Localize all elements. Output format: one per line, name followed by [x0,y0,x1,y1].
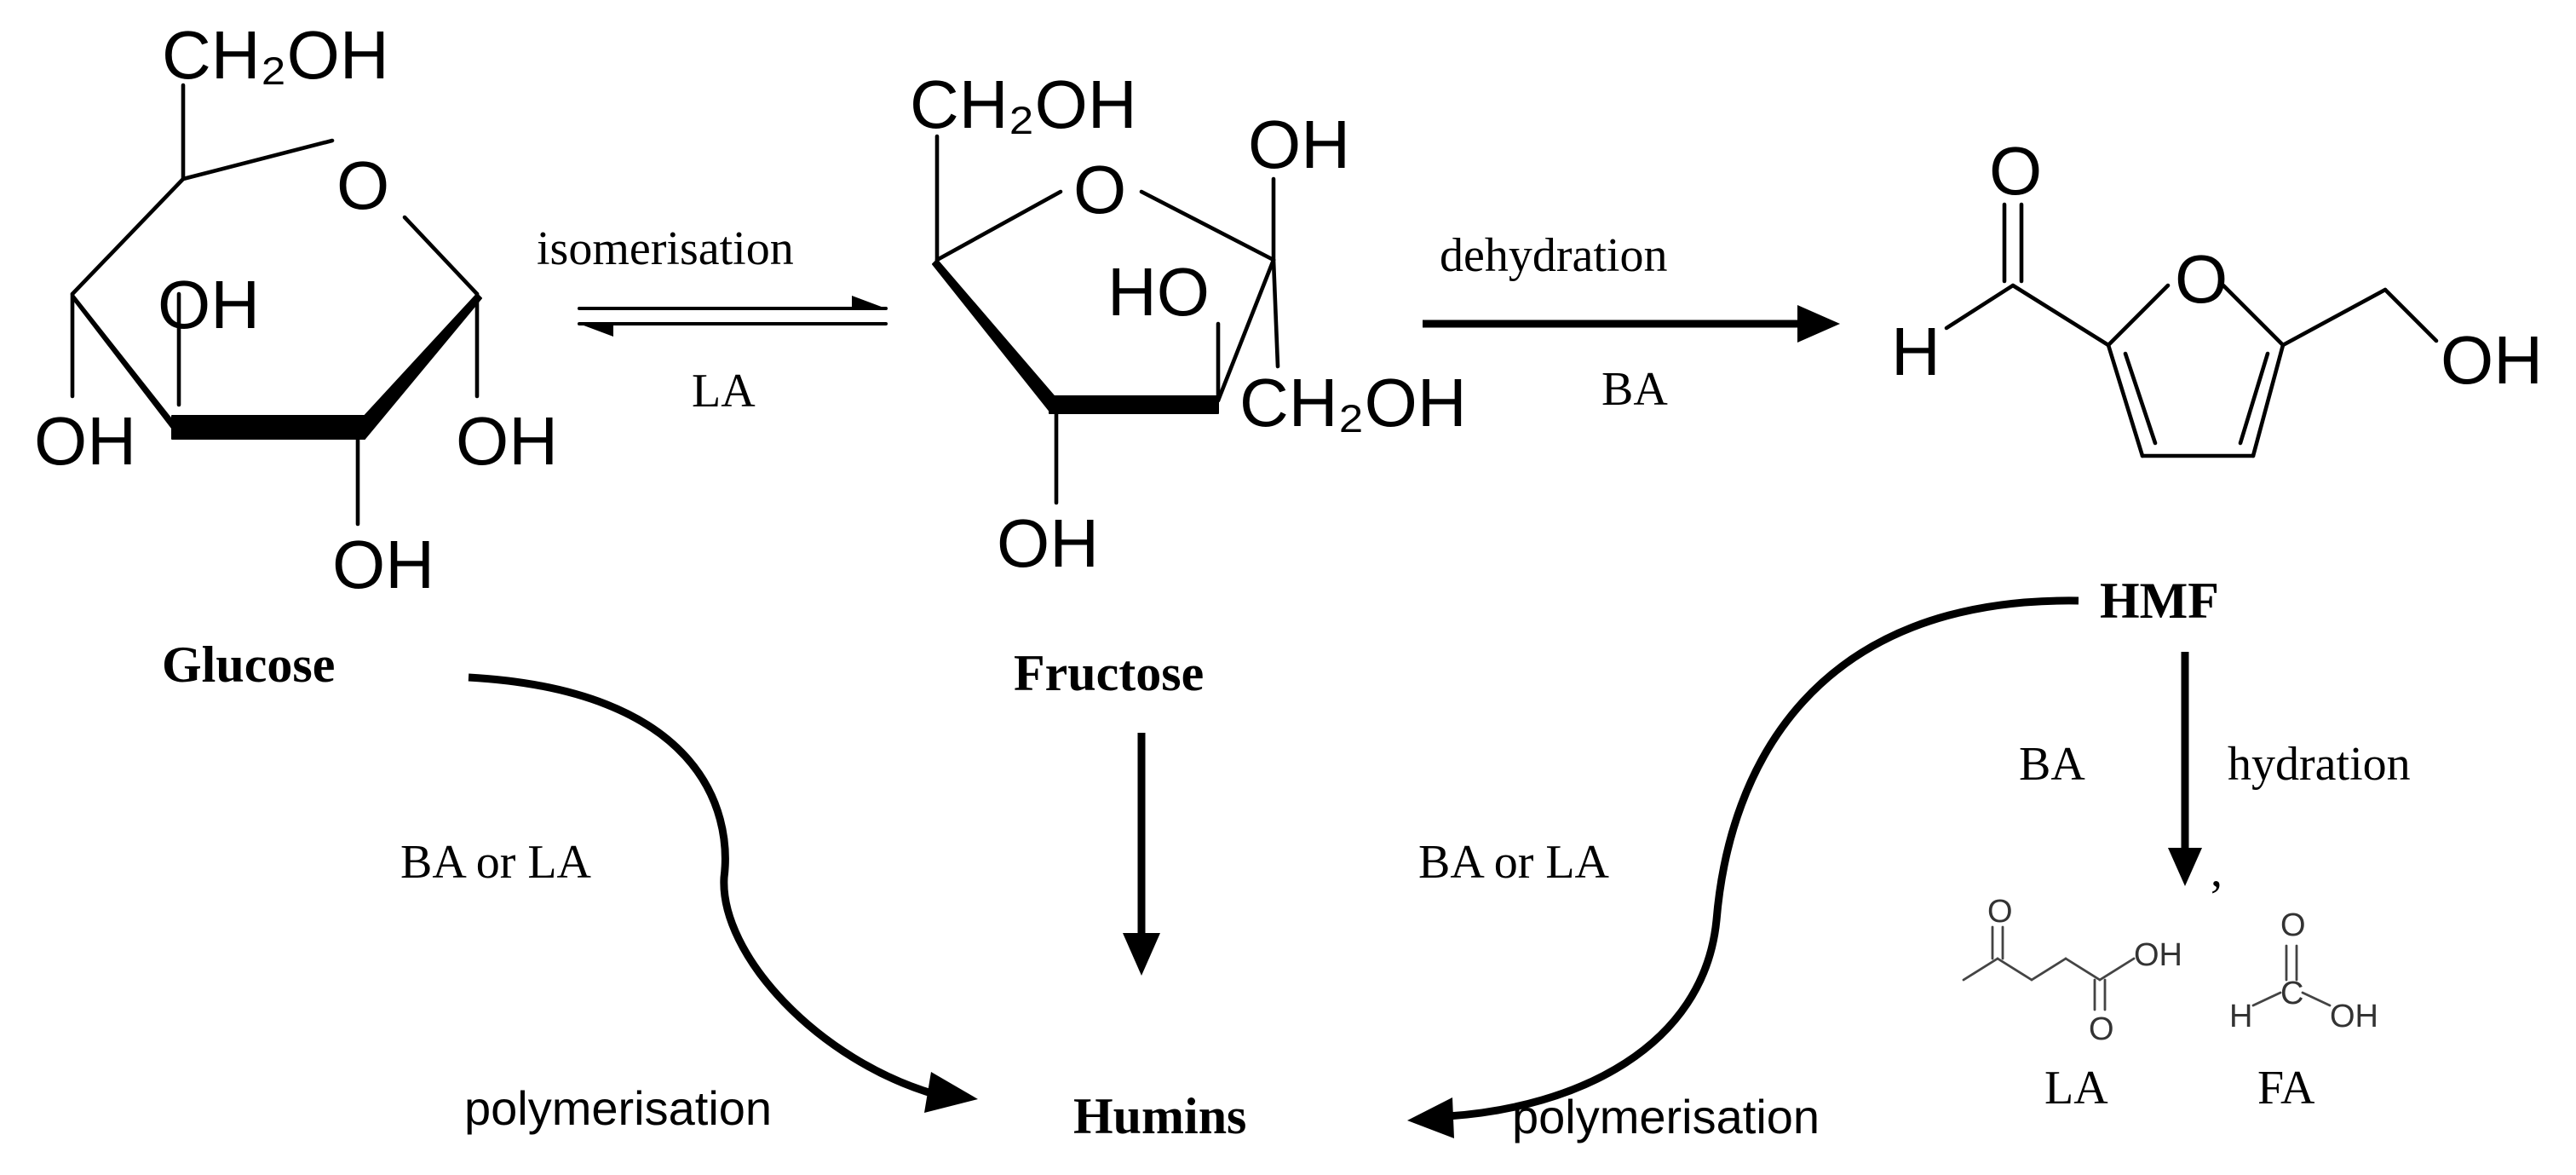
glucose-to-humins-catalyst: BA or LA [400,836,592,889]
curved-arrow [1447,596,2079,1120]
fructose-ho-label: HO [1107,254,1210,330]
glucose-oh-label: OH [34,403,136,479]
glucose-name: Glucose [162,636,335,693]
bond [181,138,335,181]
glucose-ring-oxygen: O [336,147,389,223]
la-structure: O O OH LA [1962,894,2182,1115]
glucose-oh-label: OH [456,403,558,479]
wedge-bond [171,415,365,440]
wedge-bond [364,293,482,440]
bond [934,189,1063,262]
bond [2221,283,2286,348]
la-name: LA [2044,1062,2108,1115]
hmf-to-humins-arrow: BA or LA polymerisation [1407,596,2079,1143]
bond [2098,957,2136,982]
arrow-head [924,1072,978,1113]
hydration-label: hydration [2228,738,2411,791]
fructose-ch2oh-label: CH₂OH [1239,365,1467,441]
bond [1139,189,1276,262]
hmf-aldehyde-h: H [1891,314,1941,389]
hmf-to-humins-label: polymerisation [1512,1090,1820,1143]
hydration-arrow: BA hydration , [2019,652,2411,897]
bond [1271,257,1280,369]
isomerisation-arrows: isomerisation LA [537,222,888,418]
glucose-to-humins-arrow: BA or LA polymerisation [400,673,978,1135]
hmf-carbonyl-oxygen: O [1989,133,2042,209]
bond [1962,957,1999,982]
bond [2238,351,2270,446]
arrow-head [1123,933,1160,976]
bond [2301,991,2332,1007]
bond [1944,283,2015,331]
glucose-to-humins-label: polymerisation [464,1081,772,1135]
bond [2280,287,2388,348]
fructose-oh-label: OH [1248,107,1350,182]
glucose-structure: CH₂OH O OH OH OH OH Glucose [34,17,558,693]
equilibrium-forward-head [852,296,886,308]
glucose-ch2oh-label: CH₂OH [162,17,389,93]
isomerisation-label: isomerisation [537,222,794,275]
wedge-bond [1049,395,1219,414]
bond [402,215,480,297]
wedge-bond [932,259,1057,412]
bond [2064,957,2102,982]
bond [70,176,186,297]
bond [1996,957,2033,982]
equilibrium-reverse-head [579,324,613,337]
fa-oh-label: OH [2330,999,2378,1034]
fa-structure: O C H OH FA [2229,907,2378,1115]
bond [2251,991,2282,1007]
hmf-structure: O H O OH HMF [1891,133,2543,629]
dehydration-catalyst: BA [1601,363,1668,416]
arrow-head [1407,1097,1454,1138]
glucose-oh-label: OH [158,267,260,343]
la-oh-label: OH [2134,937,2182,973]
dehydration-arrow: dehydration BA [1423,229,1840,416]
fructose-ch2oh-label: CH₂OH [910,66,1137,142]
hydration-catalyst: BA [2019,738,2085,791]
stray-comma: , [2211,844,2222,897]
bond [2010,283,2111,348]
glucose-oh-label: OH [332,527,434,602]
arrow-head [2168,848,2202,886]
fa-carbon: C [2280,976,2303,1011]
bond [2030,957,2067,982]
dehydration-label: dehydration [1440,229,1667,282]
bond [2251,343,2286,458]
bond [2106,343,2145,458]
fa-oxygen: O [2280,907,2306,943]
la-oxygen: O [1987,894,2013,930]
bond [1216,257,1276,403]
fa-name: FA [2257,1062,2315,1115]
la-oxygen: O [2089,1011,2114,1047]
curved-arrow [468,673,939,1099]
fructose-name: Fructose [1014,645,1204,701]
humins-name: Humins [1073,1088,1246,1144]
bond [2383,287,2439,343]
fructose-to-humins-arrow [1123,733,1160,976]
hmf-to-humins-catalyst: BA or LA [1418,836,1610,889]
isomerisation-catalyst: LA [692,365,756,418]
fructose-ring-oxygen: O [1073,152,1126,228]
fructose-oh-label: OH [997,505,1099,581]
fa-h: H [2229,999,2252,1034]
bond [2123,351,2158,446]
hmf-oh-label: OH [2441,322,2543,398]
fructose-structure: CH₂OH O OH HO CH₂OH OH Fructose [910,66,1467,701]
bond [2106,283,2171,348]
hmf-ring-oxygen: O [2175,241,2228,317]
hmf-name: HMF [2100,573,2219,629]
arrow-head [1797,305,1840,343]
